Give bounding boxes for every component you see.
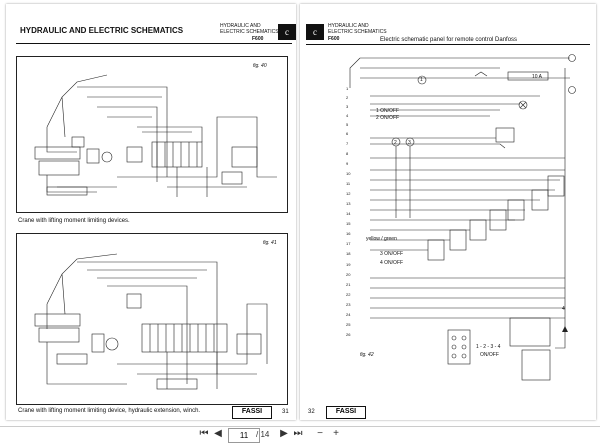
right-header-rule [306,44,590,45]
terminal-number: 26 [346,332,351,337]
terminal-number: 25 [346,322,351,327]
terminal-number: 12 [346,191,351,196]
left-header-right-line2: ELECTRIC SCHEMATICS [220,29,279,35]
figure-40-frame: fig. 40 [16,56,288,213]
electric-schematic-diagram [349,54,576,381]
circle-label-2: 2 [394,140,397,146]
left-header-title: HYDRAULIC AND ELECTRIC SCHEMATICS [20,26,184,35]
terminal-number: 6 [346,131,349,136]
terminal-number: 16 [346,231,351,236]
onoff-label-2: 2 ON/OFF [376,115,400,121]
right-brand-name: FASSI [335,408,357,415]
right-header-right-line1: HYDRAULIC AND [328,23,369,29]
next-page-button[interactable]: ▶ [280,428,288,439]
circle-label-4: 4 [562,306,565,312]
connector-label: 1 - 2 - 3 - 4 [476,344,501,350]
zoom-in-icon[interactable]: + [333,428,339,439]
yellow-green-label: yellow / green [366,236,397,242]
connector-onoff-label: ON/OFF [480,352,499,358]
left-header-rule [16,43,292,44]
total-pages-label: / 14 [256,430,270,439]
terminal-number: 2 [346,95,349,100]
left-header-model: F600 [252,36,264,42]
hydraulic-winch-schematic-diagram [34,253,268,390]
circle-label-1: 1 [420,77,423,83]
terminal-number: 13 [346,201,351,206]
zoom-out-icon[interactable]: − [317,428,323,439]
terminal-number: 18 [346,251,351,256]
terminal-number: 10 [346,171,351,176]
right-badge: c XV [306,24,324,53]
terminal-number: 11 [346,181,351,186]
terminal-number: 15 [346,221,351,226]
right-header-right-line2: ELECTRIC SCHEMATICS [328,29,387,35]
terminal-number: 3 [346,104,349,109]
left-brand-logo: FASSI [232,406,272,419]
circle-label-3: 3 [408,140,411,146]
first-page-button[interactable]: ⏮ [199,428,209,439]
fuse-label: 10 A [532,74,543,80]
left-badge: c XV [278,24,296,53]
figure-41-frame: fig. 41 [16,233,288,405]
terminal-number: 22 [346,292,351,297]
pdf-viewer-toolbar: ⏮ ◀ / 14 ▶ ⏭ − + [0,426,600,443]
terminal-number: 5 [346,122,349,127]
onoff-label-4: 4 ON/OFF [380,260,404,266]
terminal-number: 4 [346,113,349,118]
right-brand-logo: FASSI [326,406,366,419]
figure-42-label: fig. 42 [360,352,374,358]
terminal-number: 24 [346,312,351,317]
figure-40-caption: Crane with lifting moment limiting devic… [18,218,130,224]
terminal-number: 9 [346,161,349,166]
terminal-number: 20 [346,272,351,277]
left-brand-name: FASSI [241,408,263,415]
terminal-number: 14 [346,211,351,216]
right-panel-title: Electric schematic panel for remote cont… [380,37,518,43]
terminal-number-column: 1 2 3 4 5 6 7 8 9 10 11 12 13 14 15 16 1… [346,86,360,346]
right-header-model: F600 [328,36,340,42]
terminal-number: 1 [346,86,349,91]
figure-41-caption: Crane with lifting moment limiting devic… [18,408,201,414]
terminal-number: 17 [346,241,351,246]
terminal-number: 8 [346,151,349,156]
last-page-button[interactable]: ⏭ [293,428,303,439]
figure-41-label: fig. 41 [263,240,277,246]
onoff-label-3: 3 ON/OFF [380,251,404,257]
terminal-number: 19 [346,262,351,267]
previous-page-button[interactable]: ◀ [214,428,222,439]
left-header-right-line1: HYDRAULIC AND [220,23,261,29]
terminal-number: 23 [346,302,351,307]
figure-40-label: fig. 40 [253,63,267,69]
terminal-number: 7 [346,141,349,146]
left-page-number: 31 [282,409,289,415]
right-page-number: 32 [308,409,315,415]
hydraulic-schematic-diagram [34,74,277,197]
right-page: c XV HYDRAULIC AND ELECTRIC SCHEMATICS F… [300,4,596,420]
onoff-label-1: 1 ON/OFF [376,108,400,114]
left-page: HYDRAULIC AND ELECTRIC SCHEMATICS HYDRAU… [6,4,296,420]
terminal-number: 21 [346,282,351,287]
